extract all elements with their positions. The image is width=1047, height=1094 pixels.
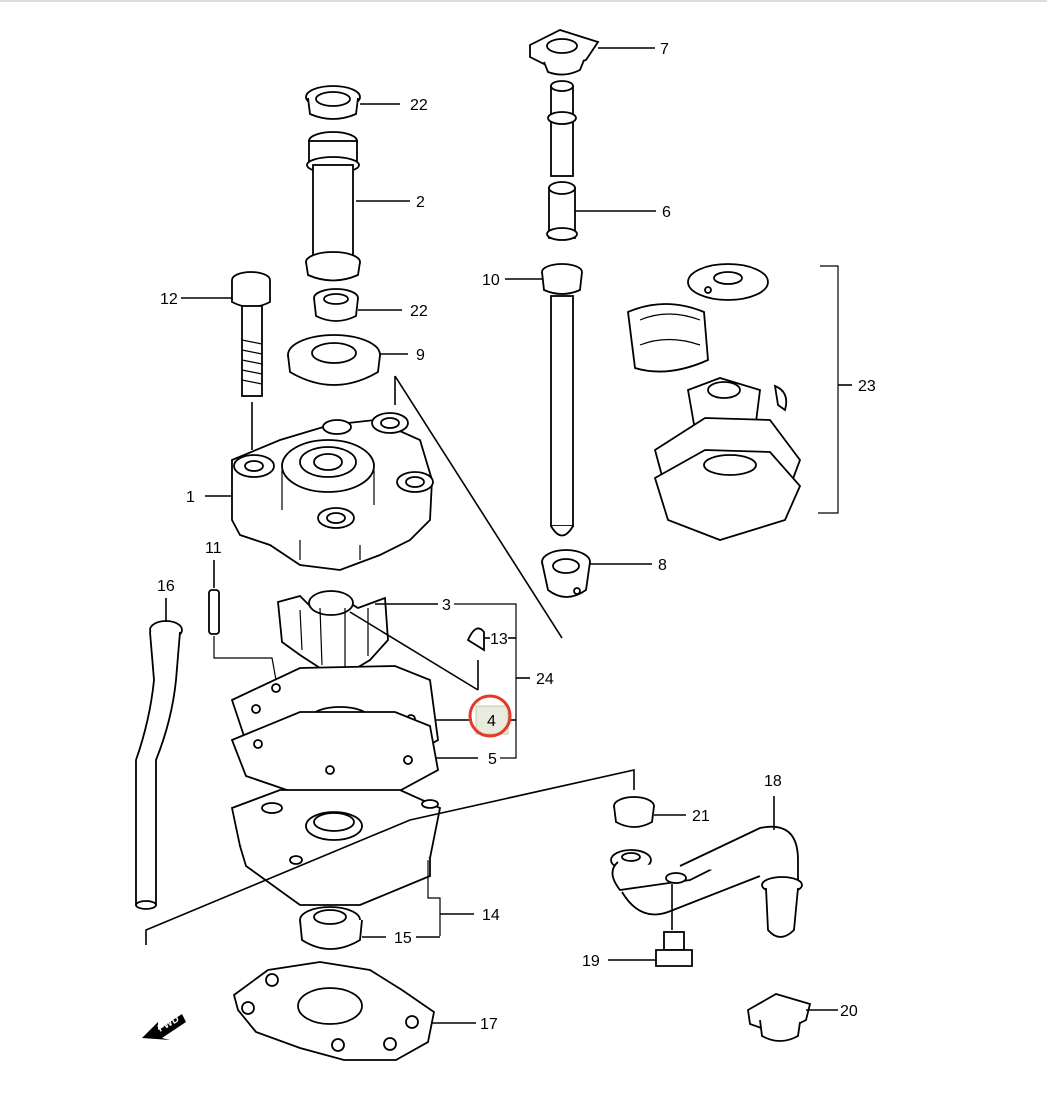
hose-route-line bbox=[145, 769, 635, 945]
part-18-hose bbox=[610, 796, 803, 938]
part-22-lower-bushing bbox=[313, 288, 402, 322]
part-5-gasket bbox=[230, 711, 478, 801]
part-10-ring bbox=[505, 263, 583, 537]
callout-12: 12 bbox=[160, 291, 178, 308]
part-6-tube bbox=[546, 80, 656, 241]
callout-11: 11 bbox=[205, 540, 222, 557]
callout-21: 21 bbox=[692, 808, 710, 825]
callout-3: 3 bbox=[442, 597, 451, 614]
part-1-housing bbox=[205, 412, 434, 571]
callout-13: 13 bbox=[490, 631, 508, 648]
part-8-bushing bbox=[541, 549, 652, 598]
part-2-tube bbox=[305, 131, 410, 282]
part-9-seal bbox=[287, 334, 408, 386]
part-13-key bbox=[466, 627, 490, 690]
part-23-repair-kit bbox=[627, 263, 852, 541]
callout-5: 5 bbox=[488, 751, 497, 768]
callout-16: 16 bbox=[157, 578, 175, 595]
callout-18: 18 bbox=[764, 773, 782, 790]
callout-4: 4 bbox=[487, 713, 496, 730]
part-16-hose bbox=[135, 598, 183, 910]
part-20-plug bbox=[747, 993, 838, 1042]
callout-15: 15 bbox=[394, 930, 412, 947]
highlight-ring bbox=[468, 694, 512, 738]
part-14-plate bbox=[230, 789, 442, 936]
callout-14: 14 bbox=[482, 907, 500, 924]
part-17-gasket bbox=[232, 961, 476, 1061]
part-12-bolt bbox=[181, 271, 271, 397]
part-19-bolt bbox=[608, 872, 693, 967]
callout-23: 23 bbox=[858, 378, 876, 395]
part-11-pin bbox=[208, 560, 277, 681]
part-22-top-bushing bbox=[305, 85, 400, 120]
callout-19: 19 bbox=[582, 953, 600, 970]
callout-24: 24 bbox=[536, 671, 554, 688]
part-21-grommet bbox=[613, 796, 686, 828]
highlight-box-4 bbox=[475, 705, 509, 735]
callout-8: 8 bbox=[658, 557, 667, 574]
bracket-24 bbox=[454, 603, 517, 759]
callout-9: 9 bbox=[416, 347, 425, 364]
callout-2: 2 bbox=[416, 194, 425, 211]
callout-7: 7 bbox=[660, 41, 669, 58]
callout-1: 1 bbox=[186, 489, 195, 506]
part-7-grommet bbox=[529, 29, 655, 76]
part-3-impeller bbox=[277, 590, 438, 673]
fwd-direction-arrow-icon: FWD bbox=[142, 1014, 186, 1040]
callout-10: 10 bbox=[482, 272, 500, 289]
part-15-seal bbox=[299, 906, 440, 950]
callout-6: 6 bbox=[662, 204, 671, 221]
callout-22-top: 22 bbox=[410, 97, 428, 114]
callout-22-lower: 22 bbox=[410, 303, 428, 320]
callout-17: 17 bbox=[480, 1016, 498, 1033]
callout-20: 20 bbox=[840, 1003, 858, 1020]
